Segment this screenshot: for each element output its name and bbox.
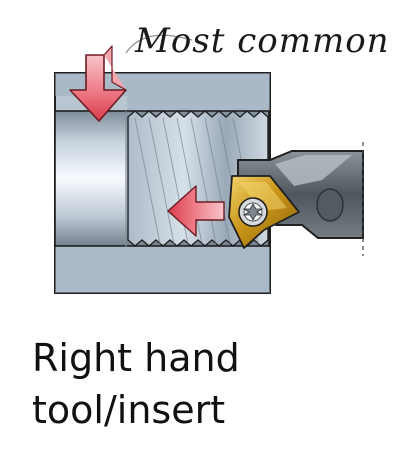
workpiece-upper-band bbox=[55, 73, 270, 111]
left-arrow-icon bbox=[167, 185, 225, 237]
annotation-most-common: Most common bbox=[134, 21, 390, 61]
workpiece-lower-band bbox=[55, 247, 270, 293]
annotation-leader-line bbox=[125, 34, 193, 54]
caption-line-1: Right hand bbox=[32, 336, 240, 380]
caption: Right hand tool/insert bbox=[32, 332, 392, 436]
holder-recess bbox=[316, 188, 344, 222]
caption-line-2: tool/insert bbox=[32, 388, 226, 432]
down-arrow-icon bbox=[69, 54, 127, 122]
